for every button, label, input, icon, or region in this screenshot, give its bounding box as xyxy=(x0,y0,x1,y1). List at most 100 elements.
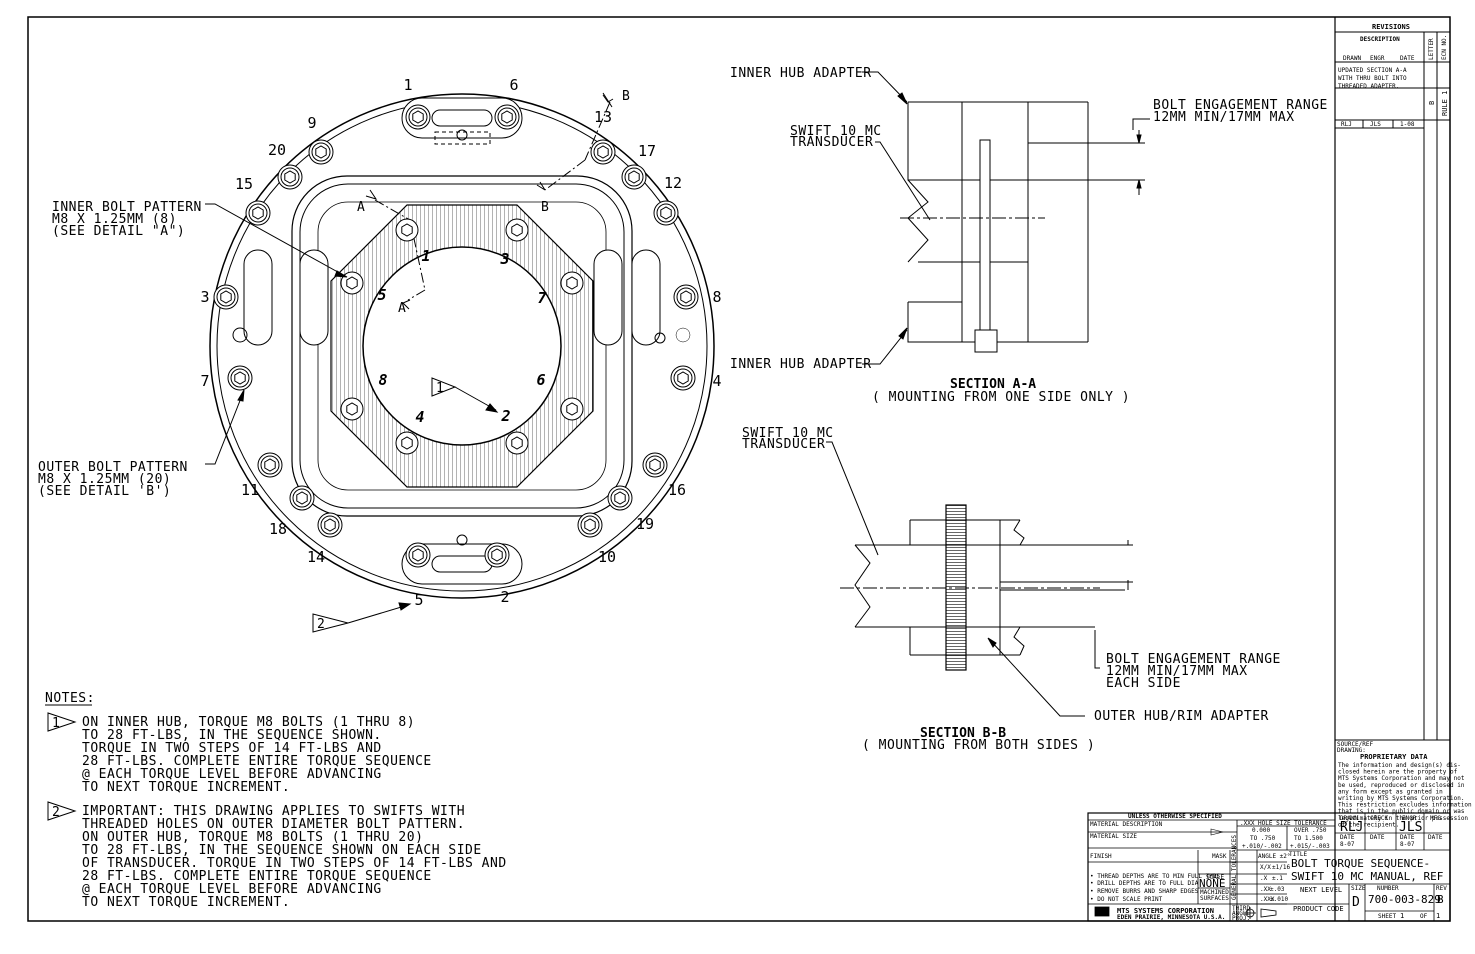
inner-bolt-hole xyxy=(505,218,529,242)
section-marker-a-top: A xyxy=(357,200,365,215)
swift-transducer-a-line1: SWIFT 10 MC xyxy=(790,124,882,139)
rev-date-value: 1-08 xyxy=(1400,121,1415,128)
center-bore xyxy=(362,246,562,446)
inner-bolt-hole xyxy=(340,397,364,421)
inner-bolt-hole xyxy=(395,218,419,242)
outer-bolt-hole xyxy=(289,485,315,511)
check-label: CHECK xyxy=(1370,815,1388,822)
outer-bolt-hole xyxy=(484,542,510,568)
flange-top-view xyxy=(209,92,715,633)
material-size-label: MATERIAL SIZE xyxy=(1090,833,1137,840)
bolt-range-a-line1: BOLT ENGAGEMENT RANGE xyxy=(1153,98,1328,113)
rev-letter-header: LETTER xyxy=(1428,38,1435,60)
machined-line1: MACHINED xyxy=(1200,889,1229,896)
flag-1-icon xyxy=(431,377,457,397)
angle-tol: ANGLE ±2° xyxy=(1258,853,1291,860)
scale-label: SCALE xyxy=(1206,874,1224,881)
outer-bolt-number: 17 xyxy=(638,142,656,160)
swift-transducer-a-line2: TRANSDUCER xyxy=(790,135,873,150)
bolt-range-b-line2: 12MM MIN/17MM MAX xyxy=(1106,664,1248,679)
outer-bolt-hole xyxy=(577,512,603,538)
drawing-border xyxy=(27,16,1451,922)
inner-bolt-number: 6 xyxy=(536,371,545,389)
outer-bolt-hole xyxy=(607,485,633,511)
rev-text-line1: UPDATED SECTION A-A xyxy=(1338,67,1407,74)
proprietary-line: MTS Systems Corporation and may not xyxy=(1338,775,1465,782)
mfg-label: MFG xyxy=(1430,815,1441,822)
inner-hub-adapter-bottom-label: INNER HUB ADAPTER xyxy=(730,357,872,372)
drawn-date-label: DATE xyxy=(1340,834,1355,841)
section-b-subtitle: ( MOUNTING FROM BOTH SIDES ) xyxy=(862,738,1095,753)
of-label: OF xyxy=(1420,913,1428,920)
inner-bolt-holes xyxy=(340,218,584,455)
note-2-flag-icon xyxy=(47,801,77,821)
rev-rule-value: RULE 1 xyxy=(1441,91,1449,116)
inner-bolt-hole xyxy=(505,431,529,455)
next-level-label: NEXT LEVEL xyxy=(1300,886,1342,894)
rev-value: B xyxy=(1437,893,1444,906)
section-a-subtitle: ( MOUNTING FROM ONE SIDE ONLY ) xyxy=(872,390,1130,405)
inner-bolt-number: 4 xyxy=(415,408,424,426)
outer-bolt-number: 6 xyxy=(509,76,518,94)
source-ref-line1: SOURCE/REF xyxy=(1337,741,1374,748)
flag-1-number: 1 xyxy=(436,381,444,396)
outer-bolt-number: 16 xyxy=(668,481,686,499)
note-1-line1: ON INNER HUB, TORQUE M8 BOLTS (1 THRU 8) xyxy=(82,715,415,730)
svg-text:±.010: ±.010 xyxy=(1270,896,1288,903)
outer-bolt-hole xyxy=(245,200,271,226)
outer-bolt-number: 7 xyxy=(200,372,209,390)
engr-value: JLS xyxy=(1399,820,1422,835)
outer-bolt-hole xyxy=(642,452,668,478)
flag-2-number: 2 xyxy=(317,617,325,632)
proprietary-line: writing by MTS Systems Corporation. xyxy=(1338,795,1464,802)
outer-bolt-number: 1 xyxy=(403,76,412,94)
proprietary-title: PROPRIETARY DATA xyxy=(1360,753,1428,761)
slot-left xyxy=(243,249,273,346)
inner-bolt-number: 5 xyxy=(377,286,386,304)
section-b-title: SECTION B-B xyxy=(920,726,1006,741)
outer-bolt-hole xyxy=(213,284,239,310)
svg-text:2: 2 xyxy=(52,805,60,820)
third-angle-line1: THIRD xyxy=(1232,905,1250,912)
outer-bolt-hole xyxy=(257,452,283,478)
mfg-date-label: DATE xyxy=(1428,834,1443,841)
outer-bolt-pattern-line2: M8 X 1.25MM (20) xyxy=(38,472,171,487)
svg-text:±.03: ±.03 xyxy=(1270,886,1285,893)
scale-value: NONE xyxy=(1199,877,1226,890)
notes-heading: NOTES: xyxy=(45,691,95,706)
note-1-flag-icon xyxy=(47,712,77,732)
flag-2-icon xyxy=(312,613,349,633)
outer-bolt-number: 4 xyxy=(712,372,721,390)
section-a-title: SECTION A-A xyxy=(950,377,1036,392)
material-description-label: MATERIAL DESCRIPTION xyxy=(1090,821,1163,828)
note-1: 1 ON INNER HUB, TORQUE M8 BOLTS (1 THRU … xyxy=(47,712,431,795)
drawing-title-line1: BOLT TORQUE SEQUENCE- xyxy=(1291,857,1430,870)
xx-tol: .XX xyxy=(1260,886,1271,893)
tol2-line3: +.015/-.003 xyxy=(1290,843,1330,850)
note-2-line3: ON OUTER HUB, TORQUE M8 BOLTS (1 THRU 20… xyxy=(82,830,423,845)
x-tol: .X xyxy=(1260,875,1268,882)
svg-text:1: 1 xyxy=(52,716,60,731)
tol2-line1: OVER .750 xyxy=(1294,827,1327,834)
note-2-line4: TO 28 FT-LBS, IN THE SEQUENCE SHOWN ON E… xyxy=(82,843,482,858)
outer-bolt-number: 11 xyxy=(241,481,259,499)
note-1-line2: TO 28 FT-LBS, IN THE SEQUENCE SHOWN. xyxy=(82,728,382,743)
rev-drawn-header: DRAWN xyxy=(1343,55,1361,62)
third-angle-line2: ANGLE xyxy=(1232,910,1250,917)
rev-description-header: DESCRIPTION xyxy=(1360,36,1400,43)
title-label: TITLE xyxy=(1289,851,1307,858)
rev-drawn-value: RLJ xyxy=(1341,121,1352,128)
outer-bolt-hole xyxy=(670,365,696,391)
inner-bolt-number: 8 xyxy=(378,371,387,389)
company-name: MTS SYSTEMS CORPORATION xyxy=(1117,907,1214,915)
outer-bolt-holes xyxy=(213,104,699,568)
engr-date-value: 8-07 xyxy=(1400,841,1415,848)
outer-flange-edge xyxy=(209,93,715,599)
note-1-line6: TO NEXT TORQUE INCREMENT. xyxy=(82,780,290,795)
product-code-label: PRODUCT CODE xyxy=(1293,905,1344,913)
outer-bolt-hole xyxy=(227,365,253,391)
outer-bolt-hole xyxy=(405,104,431,130)
section-marker-b-top: B xyxy=(622,89,630,104)
sheet-value: 1 xyxy=(1400,912,1404,920)
inner-bolt-hole xyxy=(560,271,584,295)
